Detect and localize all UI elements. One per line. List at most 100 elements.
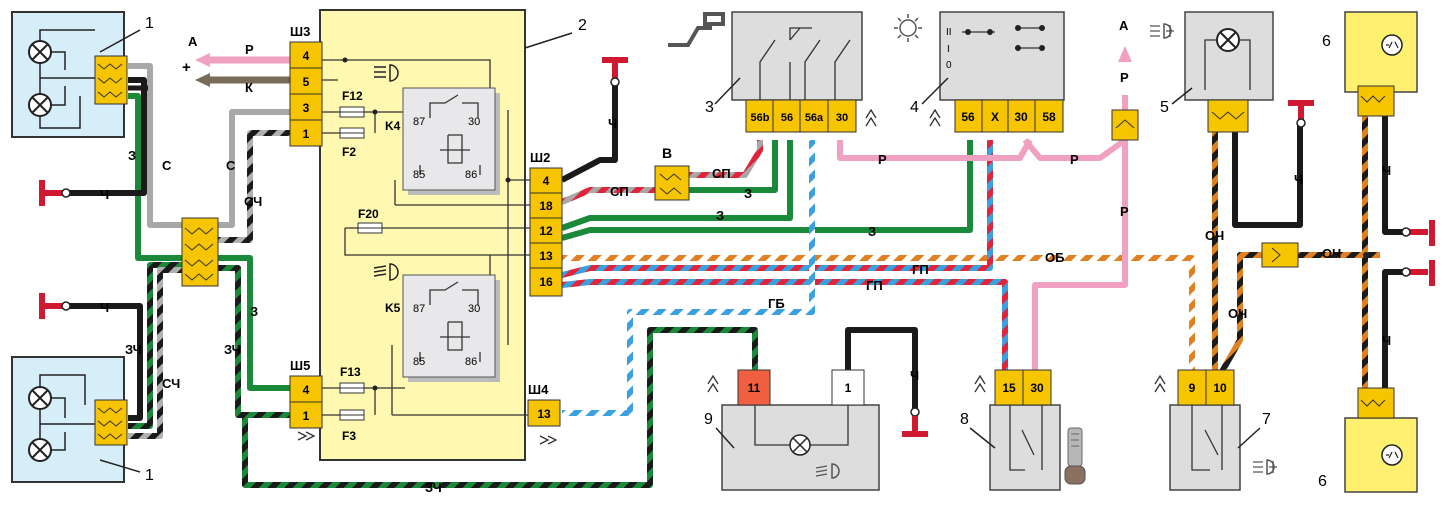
- wire-label-ob: ОБ: [1045, 250, 1064, 265]
- connector-sh3: 4 5 3 1 Ш3: [289, 24, 323, 147]
- intermediate-connector: [181, 217, 219, 287]
- fuse-f3: F3: [339, 409, 365, 443]
- connector-4-symbol: [929, 108, 941, 127]
- c4-pin-3: 30: [1014, 110, 1028, 124]
- connector-8-symbol: [974, 374, 986, 393]
- foglamp-icon-top: [1150, 23, 1174, 39]
- k4-pin-30: 30: [468, 116, 480, 128]
- wire-sch-lamp2: [128, 267, 185, 439]
- headlamp-highbeam-icon: [374, 64, 399, 82]
- wire-label-gp-1: ГП: [912, 262, 929, 277]
- terminal-top-ch: Ч: [602, 57, 628, 131]
- label-component-2: 2: [578, 17, 587, 34]
- connector-sh5: 4 1 Ш5: [289, 358, 323, 441]
- left-wire-labels: З С Ч С СЧ Ч ЗЧ СЧ З ЗЧ ЗЧ: [100, 148, 442, 495]
- switch4-pos-1: II: [946, 27, 952, 38]
- ground-terminal-left-1: [39, 180, 71, 206]
- junction-dot-right: [1363, 252, 1369, 258]
- fuse-f2-label: F2: [342, 145, 356, 159]
- wire-ob: [562, 255, 1195, 375]
- wire-label-r-2: Р: [878, 152, 887, 167]
- wire-label-ch-5: Ч: [1294, 172, 1303, 187]
- sh4-label: Ш4: [528, 382, 549, 397]
- fuse-f3-label: F3: [342, 429, 356, 443]
- k4-label: K4: [385, 119, 401, 133]
- wire-label-sch-2: СЧ: [162, 376, 180, 391]
- wire-ch-5: [1232, 125, 1303, 228]
- key-icon: [1064, 427, 1086, 485]
- wire-label-gp-2: ГП: [866, 278, 883, 293]
- c4-pin-2: X: [991, 110, 999, 124]
- c7-pin-1: 9: [1189, 381, 1196, 395]
- wire-label-och-2: ОЧ: [1322, 246, 1341, 261]
- wire-label-z-1: З: [128, 148, 136, 163]
- sh3-pin-1: 4: [303, 49, 310, 63]
- switch4-pos-2: I: [947, 44, 950, 55]
- wire-label-r-3: Р: [1070, 152, 1079, 167]
- wire-label-ch-1: Ч: [100, 187, 109, 202]
- wire-sp-c3: [688, 140, 763, 178]
- light-switch: 56b 56 56a 30: [668, 11, 877, 133]
- k5-pin-30: 30: [468, 303, 480, 315]
- c7-pin-2: 10: [1213, 381, 1227, 395]
- foglamp-rear-bottom: [1344, 387, 1418, 493]
- c3-pin-1: 56b: [751, 112, 770, 124]
- wire-label-sch-1: СЧ: [244, 194, 262, 209]
- wire-label-r-sh3: Р: [245, 42, 254, 57]
- k5-pin-86: 86: [465, 356, 477, 368]
- fuse-f12: F12: [339, 89, 365, 118]
- wire-label-ch-top: Ч: [608, 116, 617, 131]
- connector-sh2: 4 18 12 13 16 Ш2: [529, 150, 563, 297]
- label-component-1-top: 1: [145, 15, 154, 32]
- wire-label-zch-2: ЗЧ: [224, 342, 241, 357]
- label-component-3: 3: [705, 99, 714, 116]
- wire-zch-long: [242, 327, 758, 488]
- arrow-a-left: A Р: [188, 34, 254, 67]
- wire-labels-right: Ч ОЧ ОЧ ОЧ Ч Ч: [1205, 163, 1391, 348]
- wire-label-r-5: Р: [1120, 204, 1129, 219]
- foglamp-switch: 9 10: [1154, 369, 1277, 491]
- wire-label-ch-6a: Ч: [1382, 163, 1391, 178]
- c9-pin-1: 11: [748, 381, 761, 395]
- sh2-pin-3: 12: [539, 224, 553, 238]
- lowbeam-icon-panel: [815, 463, 840, 479]
- arrow-a-left-label: A: [188, 34, 198, 49]
- wire-ch-lamp2: [65, 303, 143, 421]
- sh2-pin-5: 16: [539, 275, 553, 289]
- wire-label-sp-2: СП: [610, 184, 629, 199]
- wire-label-zch-1: ЗЧ: [125, 342, 142, 357]
- k4-pin-85: 85: [413, 169, 425, 181]
- c4-pin-1: 56: [961, 110, 975, 124]
- wire-label-z-5: З: [868, 224, 876, 239]
- connector-sh4: 13 Ш4: [527, 382, 561, 445]
- c9-pin-2: 1: [845, 381, 852, 395]
- c4-pin-4: 58: [1042, 110, 1056, 124]
- wire-ch-lamp1: [65, 77, 147, 196]
- connector-9-symbol: [707, 374, 719, 393]
- fuse-f12-label: F12: [342, 89, 363, 103]
- wire-zch-lamp2: [128, 262, 185, 429]
- sh5-pin-1: 4: [303, 383, 310, 397]
- wire-label-z-2: З: [250, 304, 258, 319]
- wire-label-och-3: ОЧ: [1228, 306, 1247, 321]
- headlamp-top: [11, 11, 128, 138]
- sh2-pin-2: 18: [539, 199, 553, 213]
- c8-pin-2: 30: [1030, 381, 1044, 395]
- fuse-f13-label: F13: [340, 365, 361, 379]
- label-component-5: 5: [1160, 99, 1169, 116]
- fuse-f20: F20: [357, 207, 383, 234]
- sun-icon: [894, 14, 922, 42]
- sh5-pin-2: 1: [303, 409, 310, 423]
- wire-s-sh3-3: [215, 109, 292, 228]
- wire-z-long: [561, 140, 973, 241]
- relay-k5: 87 30 85 86 K5: [373, 263, 500, 382]
- foglamp-icon-bottom: [1253, 459, 1277, 475]
- headlamp-lowbeam-icon: [373, 263, 399, 281]
- sh3-label: Ш3: [290, 24, 310, 39]
- c3-pin-3: 56a: [805, 112, 824, 124]
- sh3-pin-3: 3: [303, 101, 310, 115]
- switch-lever-icon: [668, 12, 725, 47]
- connector-b-label: B: [662, 145, 672, 161]
- wire-label-r-4: Р: [1120, 70, 1129, 85]
- sh5-label: Ш5: [290, 358, 310, 373]
